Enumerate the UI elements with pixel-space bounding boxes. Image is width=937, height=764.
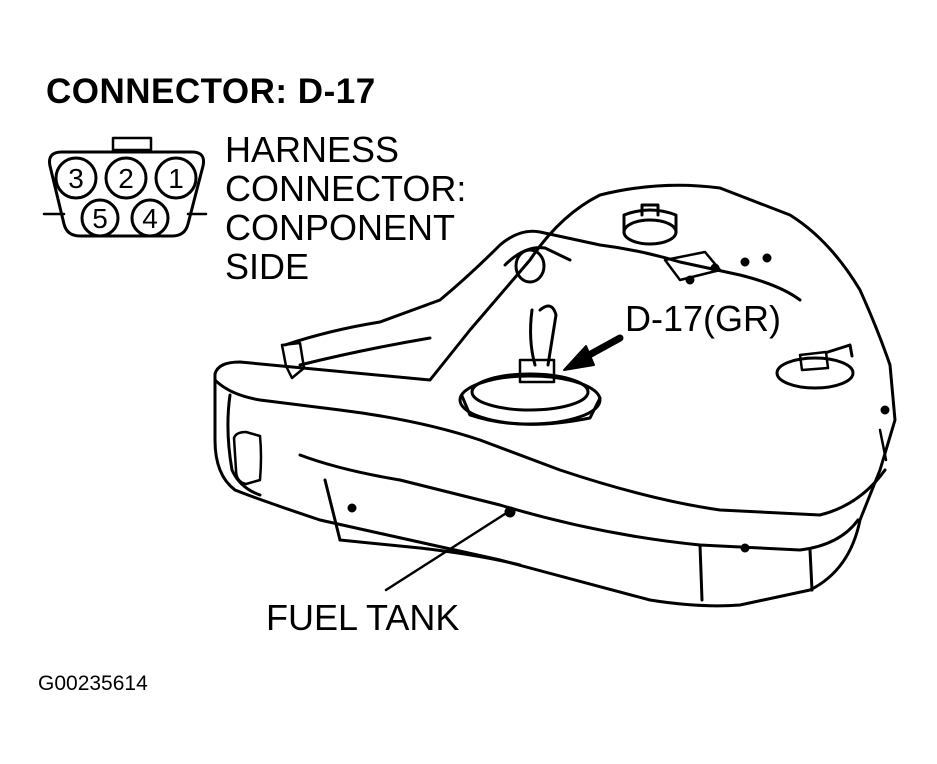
harness-label-line-2: CONNECTOR: [225, 168, 467, 209]
fuel-tank-leader-line [384, 510, 510, 592]
pin-3-label: 3 [68, 163, 84, 194]
connector-location-callout: D-17(GR) [625, 298, 782, 339]
figure-id: G00235614 [38, 672, 148, 695]
harness-label-line-3: CONPONENT [225, 207, 456, 248]
connector-face-icon [42, 136, 208, 238]
fuel-tank-drawing [213, 183, 897, 608]
d17-arrow-icon [563, 334, 624, 371]
pin-1-label: 1 [168, 163, 184, 194]
fuel-tank-label: FUEL TANK [266, 597, 460, 638]
pin-2-label: 2 [118, 163, 134, 194]
harness-connector-label: HARNESS CONNECTOR: CONPONENT SIDE [225, 130, 466, 286]
harness-label-line-1: HARNESS [225, 129, 400, 170]
connector-title: CONNECTOR: D-17 [46, 72, 376, 111]
pin-4-label: 4 [142, 203, 158, 234]
pin-5-label: 5 [92, 203, 108, 234]
harness-label-line-4: SIDE [225, 246, 310, 287]
